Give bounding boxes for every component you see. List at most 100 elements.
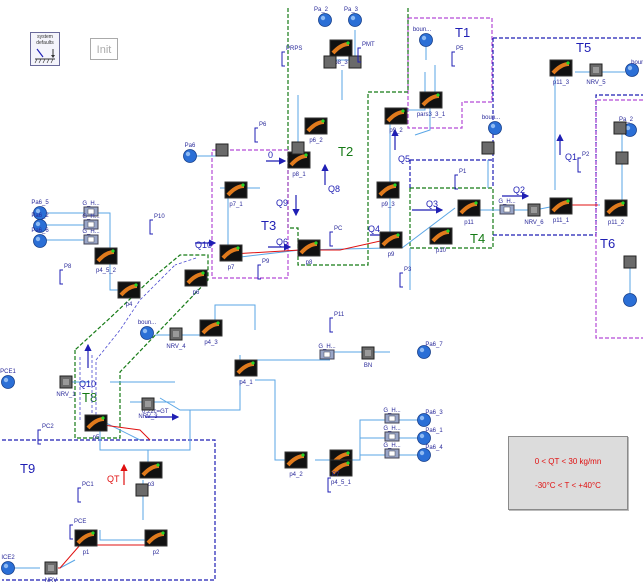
pipe-label: p11 — [464, 220, 474, 226]
pipe-pars3_3_1[interactable]: pars3_3_1 — [417, 91, 446, 118]
sensor-PCE[interactable]: PCE — [69, 519, 86, 540]
pipe-p11_2[interactable]: p11_2 — [604, 199, 628, 226]
valve-0[interactable]: NRV — [44, 561, 58, 584]
pipe-p11_3[interactable]: p11_3 — [549, 59, 573, 86]
source-10[interactable]: Pa6_4 — [417, 445, 444, 462]
source-1[interactable]: Pa6_2 — [31, 213, 49, 233]
source-6[interactable]: boun... — [138, 320, 157, 340]
source-15[interactable]: bound... — [625, 60, 643, 77]
pipe-p5[interactable]: p5 — [84, 414, 108, 441]
valve-13[interactable]: G_H... — [383, 426, 401, 442]
valve-4[interactable]: NRV_5 — [586, 63, 606, 86]
source-extra-0[interactable] — [623, 293, 637, 307]
sensor-P1[interactable]: P1 — [454, 169, 467, 190]
valve-12[interactable]: G_H... — [383, 408, 401, 424]
junction-6[interactable] — [623, 255, 637, 269]
valve-label: G_H... — [383, 443, 401, 449]
sensor-P6[interactable]: P6 — [254, 122, 267, 143]
junction-7[interactable] — [135, 483, 149, 497]
source-3[interactable]: Pa6 — [183, 143, 197, 163]
junction-0[interactable] — [323, 55, 337, 69]
pipe-p6[interactable]: p6 — [184, 269, 208, 296]
source-2[interactable]: Pa6_6 — [31, 228, 49, 248]
sensor-P2[interactable]: P2 — [577, 152, 590, 173]
valve-8[interactable]: G_H... — [82, 214, 100, 230]
source-9[interactable]: Pa6_1 — [417, 428, 444, 445]
sensor-P8[interactable]: P8 — [59, 264, 72, 285]
sensor-PC1[interactable]: PC1 — [77, 482, 94, 503]
pipe-p3[interactable]: p3 — [139, 461, 163, 488]
source-4[interactable]: PCE1 — [0, 369, 16, 389]
valve-6[interactable]: NRV_6 — [524, 203, 544, 226]
valve-9[interactable]: G_H... — [82, 229, 100, 245]
valve-10[interactable]: G_H... — [498, 199, 516, 215]
junction-8[interactable] — [613, 121, 627, 135]
pipe-p6_2[interactable]: p6_2 — [304, 117, 328, 144]
source-7[interactable]: Pa6_7 — [417, 342, 444, 359]
sensor-P9[interactable]: P9 — [257, 259, 270, 280]
pipe-p11[interactable]: p11 — [457, 199, 481, 226]
group-T5-boundary — [409, 37, 643, 236]
pipe-p9_2[interactable]: p9_2 — [384, 107, 408, 134]
source-label: Pa6 — [185, 143, 196, 149]
pipe-p8_3[interactable]: p8_3 — [329, 39, 353, 66]
source-13[interactable]: boun... — [413, 27, 433, 47]
sensor-label: PCE — [74, 519, 86, 525]
init-block[interactable]: Init — [90, 38, 118, 60]
pipe-p2[interactable]: p2 — [144, 529, 168, 556]
sensor-P5[interactable]: P5 — [451, 46, 464, 67]
pipe-p1[interactable]: p1 — [74, 529, 98, 556]
sensor-PC2[interactable]: PC2 — [37, 424, 54, 445]
sensor-P3[interactable]: P3 — [399, 267, 412, 288]
pipe-p4_2[interactable]: p4_2 — [284, 451, 308, 478]
valve-1[interactable]: NRV_1 — [56, 375, 76, 398]
source-11[interactable]: Pa_2 — [314, 7, 332, 27]
pipe-label: p4_3 — [204, 340, 218, 346]
source-label: Pa6_6 — [31, 228, 49, 234]
source-5[interactable]: ICE2 — [1, 555, 15, 575]
sensor-P10[interactable]: P10 — [149, 214, 165, 235]
valve-2[interactable]: NRV_3 — [138, 397, 158, 420]
valve-label: NRV_4 — [166, 344, 186, 350]
valve-label: NRV_3 — [138, 414, 158, 420]
valve-11[interactable]: G_H... — [318, 344, 336, 360]
sensor-P11[interactable]: P11 — [329, 312, 345, 333]
pipe-p9_3[interactable]: p9_3 — [376, 181, 400, 208]
valve-7[interactable]: G_H... — [82, 201, 100, 217]
pipe-label: p8_1 — [292, 172, 306, 178]
junction-3[interactable] — [291, 141, 305, 155]
pipe-p9[interactable]: p9 — [379, 231, 403, 258]
junction-5[interactable] — [615, 151, 629, 165]
junction-2[interactable] — [215, 143, 229, 157]
junction-4[interactable] — [481, 141, 495, 155]
pipe-p11_1[interactable]: p11_1 — [549, 197, 573, 224]
pipe-p4[interactable]: p4 — [117, 281, 141, 308]
pipe-label: pars3_3_1 — [417, 112, 446, 118]
pipe-p4_3[interactable]: p4_3 — [199, 319, 223, 346]
sensor-P7[interactable]: P7 — [327, 472, 340, 493]
pipe-p7[interactable]: p7 — [219, 244, 243, 271]
valve-15[interactable]: BN — [361, 346, 375, 369]
source-8[interactable]: Pa6_3 — [417, 410, 444, 427]
source-14[interactable]: boun... — [482, 115, 502, 135]
pipe-p4_5_2[interactable]: p4_5_2 — [94, 247, 118, 274]
sensor-PC[interactable]: PC — [329, 226, 343, 247]
valve-label: NRV — [45, 578, 58, 584]
pipe-p10[interactable]: p10 — [429, 227, 453, 254]
valve-14[interactable]: G_H... — [383, 443, 401, 459]
source-16[interactable]: Pa_2 — [619, 117, 637, 137]
sensor-PMT[interactable]: PMT — [357, 42, 375, 63]
pipe-label: p4_2 — [289, 472, 303, 478]
system-defaults-block[interactable]: system defaults — [30, 32, 60, 66]
pipe-p4_5_1[interactable]: p4_5_1 — [329, 459, 353, 486]
sensor-PRPS[interactable]: PRPS — [281, 46, 302, 67]
flow-label-QT: QT — [107, 474, 120, 484]
sensor-label: P3 — [404, 267, 412, 273]
pipe-p8[interactable]: p8 — [297, 239, 321, 266]
valve-3[interactable]: NRV_4 — [166, 327, 186, 350]
pipe-p4_1[interactable]: p4_1 — [234, 359, 258, 386]
pipe-p8_1[interactable]: p8_1 — [287, 151, 311, 178]
source-12[interactable]: Pa_3 — [344, 7, 362, 27]
pipe-p7_1[interactable]: p7_1 — [224, 181, 248, 208]
source-label: Pa6_1 — [425, 428, 443, 434]
